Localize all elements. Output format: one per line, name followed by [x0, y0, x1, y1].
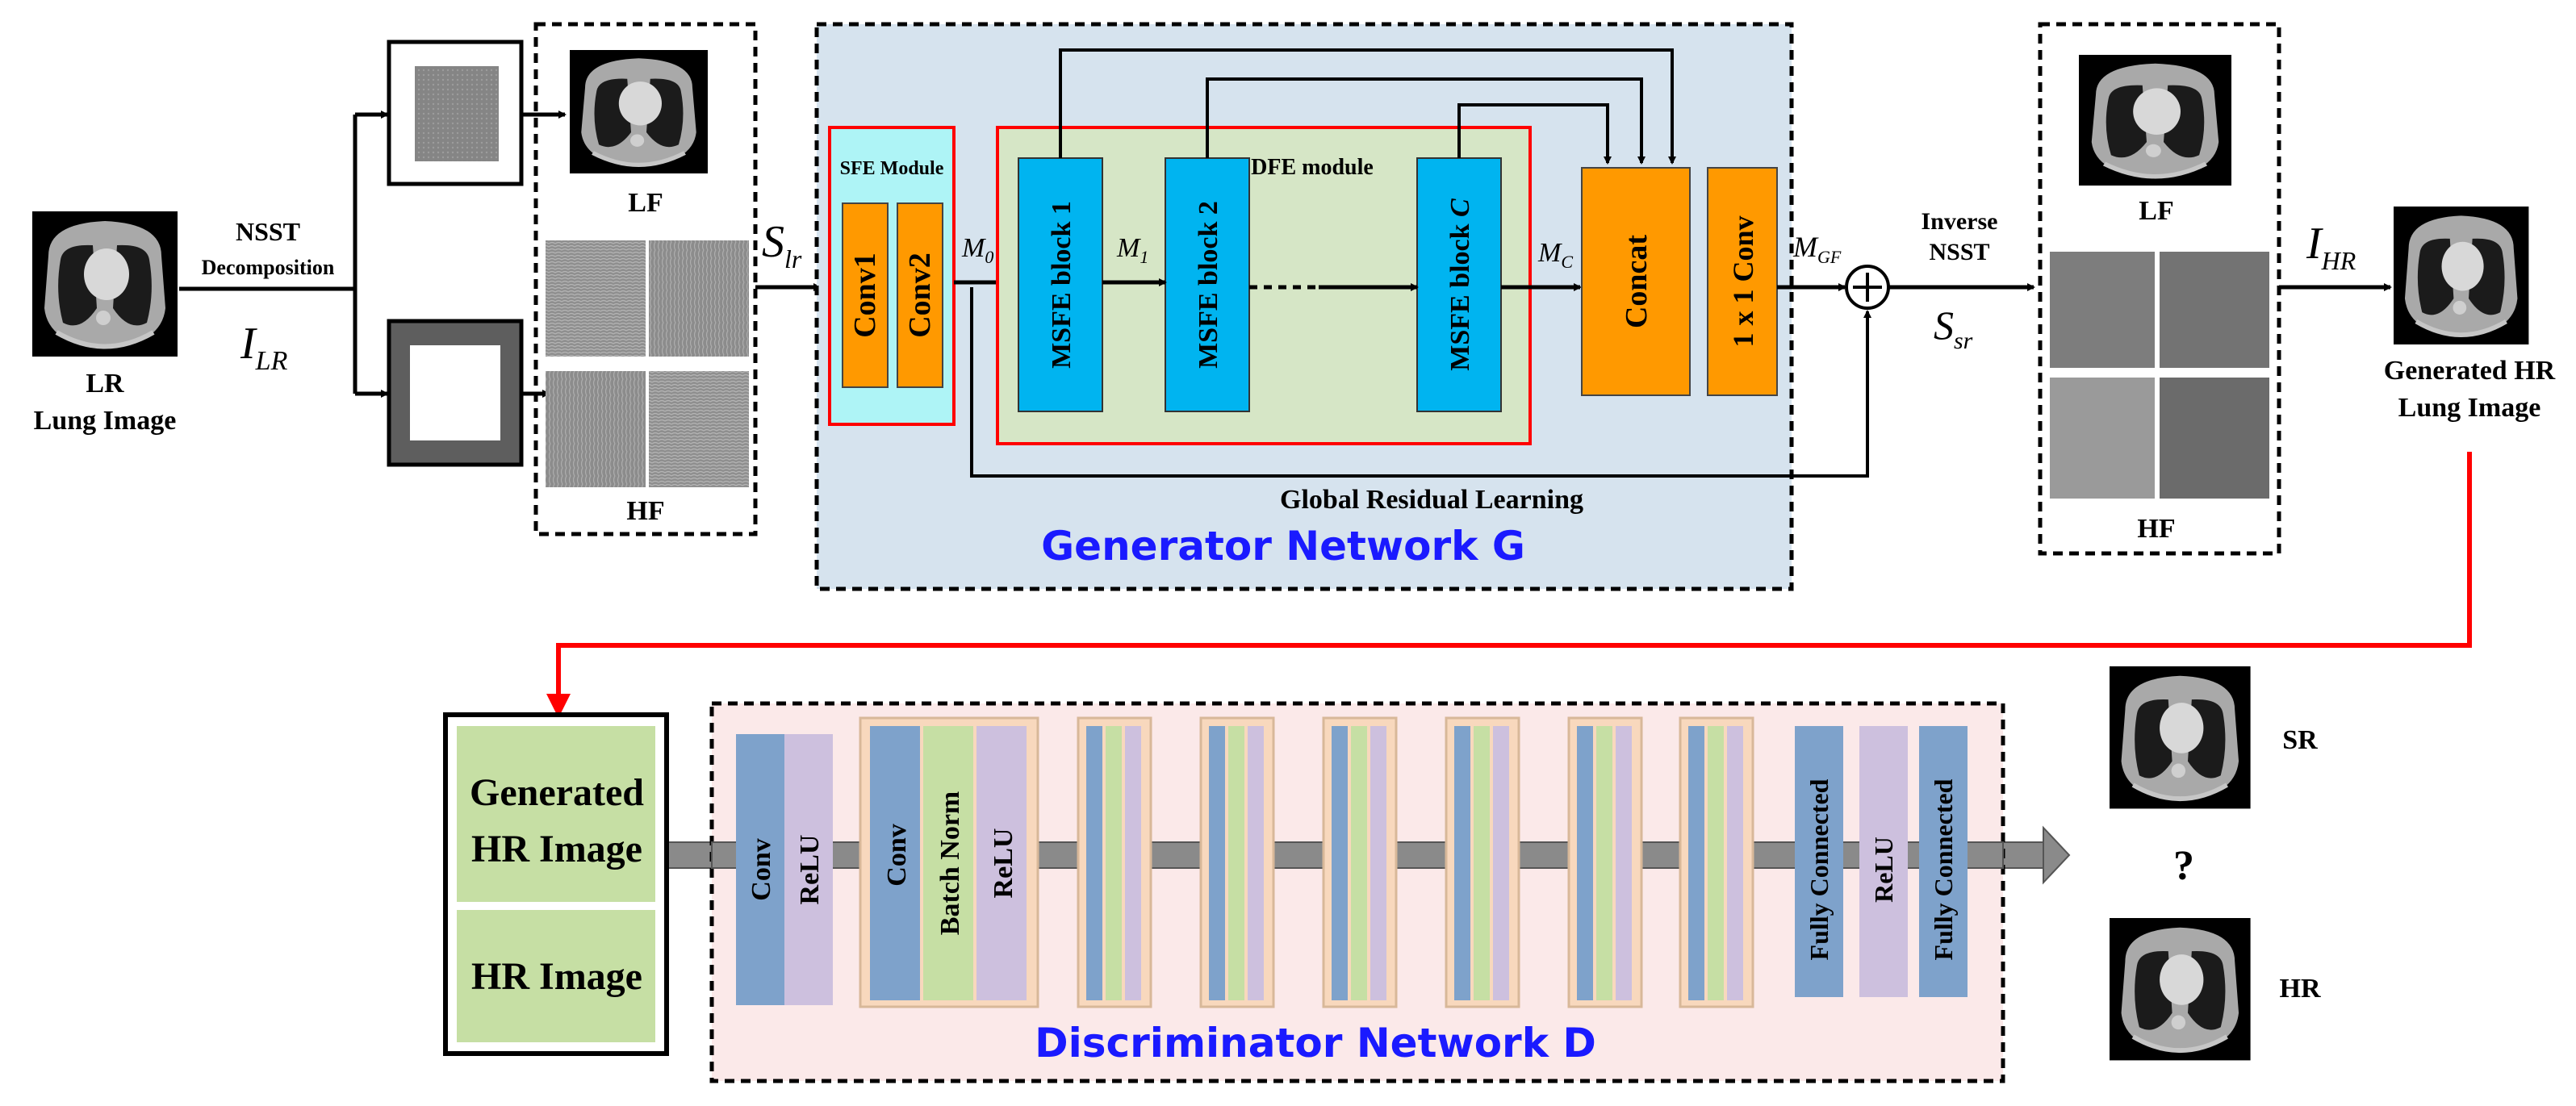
inverse-label-line1: Inverse — [1922, 208, 1998, 235]
msfe-block-2-label: MSFE block 2 — [1194, 201, 1223, 369]
lr-lung-image — [32, 211, 178, 357]
conv1-label: Conv1 — [848, 253, 882, 338]
lf-label: LF — [628, 188, 663, 218]
disc-conv-layer — [736, 734, 784, 1005]
decomposition-box — [533, 22, 758, 536]
global-residual-label: Global Residual Learning — [1280, 485, 1583, 515]
disc-relu-fc-label: ReLU — [1869, 837, 1898, 903]
msfe-block-1-label: MSFE block 1 — [1047, 201, 1077, 369]
hr-result-label: HR — [2280, 974, 2321, 1004]
inverse-label-line2: NSST — [1929, 239, 1989, 265]
disc-relu-layer — [784, 734, 833, 1005]
lr-label-line2: Lung Image — [34, 406, 177, 436]
disc-relu-b-label: ReLU — [989, 828, 1018, 899]
disc-fc1-layer — [1795, 726, 1843, 997]
disc-block-group-4 — [1445, 716, 1520, 1008]
sfe-module-label: SFE Module — [840, 158, 944, 179]
disc-block-group-2 — [1199, 716, 1275, 1008]
hr-image-label: HR Image — [471, 955, 642, 998]
global-residual-path — [970, 287, 1871, 478]
disc-relu-fc-layer — [1859, 726, 1908, 997]
disc-block-group-3 — [1322, 716, 1398, 1008]
concat-block — [1581, 167, 1691, 396]
disc-fc1-label: Fully Connected — [1804, 778, 1834, 960]
to-discriminator-path — [546, 452, 2472, 718]
hr-result-image — [2110, 918, 2251, 1060]
dfe-module-label: DFE module — [1251, 155, 1374, 180]
question-mark: ? — [2173, 843, 2194, 889]
recon-hf-label: HF — [2137, 514, 2175, 544]
hf-label: HF — [626, 496, 664, 526]
disc-conv-bn-relu-group — [859, 716, 1039, 1008]
sr-label: SR — [2282, 725, 2318, 755]
disc-block-group-5 — [1567, 716, 1643, 1008]
discriminator-title: Discriminator Network D — [1035, 1020, 1596, 1066]
reconstructed-hf-subbands — [2050, 252, 2269, 499]
disc-conv-b-label: Conv — [882, 824, 912, 886]
concat-label: Concat — [1620, 235, 1654, 328]
mc-symbol: MC — [1537, 238, 1573, 272]
disc-batch-norm-label: Batch Norm — [935, 791, 965, 935]
nsst-label-line1: NSST — [236, 217, 300, 246]
discriminator-input-box — [443, 712, 669, 1056]
nsst-label-line2: Decomposition — [202, 256, 335, 279]
disc-fc2-label: Fully Connected — [1929, 778, 1958, 960]
ssr-symbol: Ssr — [1934, 303, 1973, 354]
disc-block-group-1 — [1077, 716, 1152, 1008]
msfe-block-c — [1416, 157, 1502, 412]
dense-skip-connections — [1059, 48, 1676, 165]
hf-subbands — [546, 240, 749, 487]
disc-conv-label: Conv — [746, 838, 776, 900]
ihr-symbol: IHR — [2306, 219, 2356, 275]
conv-1x1-label: 1 x 1 Conv — [1727, 215, 1759, 347]
slr-symbol: Slr — [762, 217, 802, 273]
disc-fc2-layer — [1919, 726, 1968, 997]
reconstructed-lf-image — [2079, 55, 2231, 186]
disc-block-group-6 — [1679, 716, 1754, 1008]
generated-hr-image-line2: HR Image — [471, 828, 642, 870]
generated-hr-lung-image — [2394, 207, 2528, 344]
generator-title: Generator Network G — [1041, 523, 1525, 570]
recon-lf-label: LF — [2139, 196, 2173, 226]
m0-symbol: M0 — [961, 233, 993, 267]
msfe-block-1 — [1018, 157, 1103, 412]
hf-filter-box — [387, 319, 524, 467]
conv2-block — [897, 202, 943, 388]
ilr-symbol: ILR — [240, 319, 288, 376]
disc-relu-label: ReLU — [795, 835, 825, 905]
mgf-symbol: MGF — [1792, 231, 1842, 267]
sr-result-image — [2110, 666, 2251, 808]
add-operator-icon — [1845, 265, 1890, 310]
lf-subband-image — [570, 50, 708, 173]
lr-label-line1: LR — [86, 369, 124, 399]
output-label-line2: Lung Image — [2398, 393, 2541, 423]
conv1-block — [842, 202, 889, 388]
conv-1x1-block — [1707, 167, 1778, 396]
m1-symbol: M1 — [1116, 233, 1148, 267]
conv2-label: Conv2 — [903, 253, 937, 338]
generated-hr-image-line1: Generated — [470, 771, 644, 814]
msfe-block-c-label: MSFE block C — [1445, 198, 1475, 371]
lf-filter-box — [387, 40, 524, 186]
output-label-line1: Generated HR — [2384, 356, 2556, 386]
